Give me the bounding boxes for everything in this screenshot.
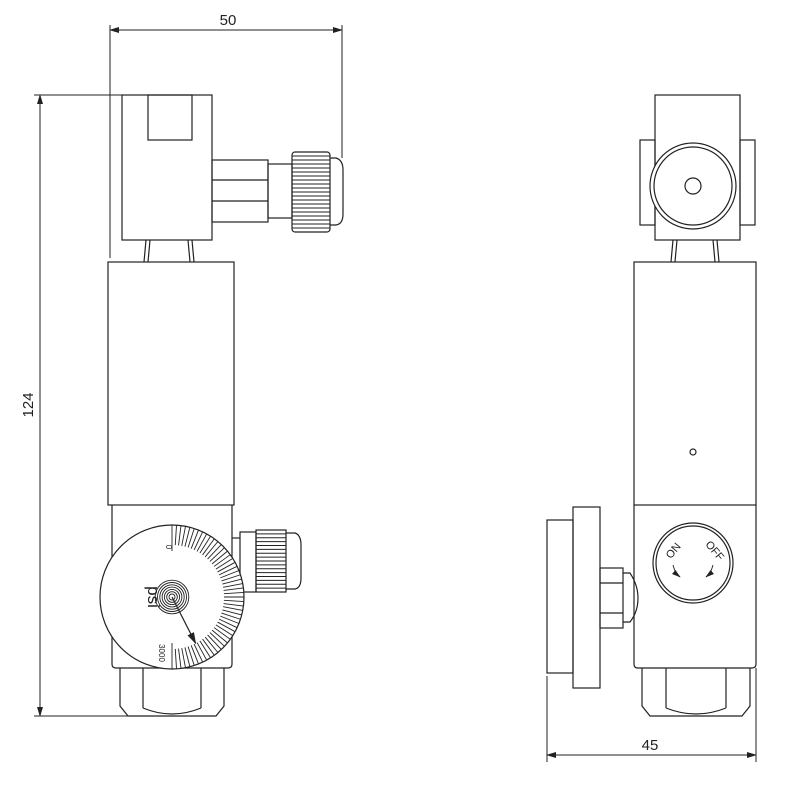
gauge-tick	[196, 642, 208, 661]
cable-gland-top	[211, 151, 344, 233]
gauge-tick	[211, 629, 228, 644]
gauge-tick	[178, 648, 182, 669]
side-view-right: ON OFF 45	[546, 94, 757, 762]
gauge-tick	[213, 627, 231, 640]
gauge-tick	[209, 547, 225, 562]
hub-ring	[168, 593, 176, 601]
gauge-tick	[174, 525, 177, 546]
hex-nut-bottom	[119, 668, 225, 717]
gauge-tick	[223, 592, 244, 595]
gauge-tick	[184, 647, 191, 667]
gauge-tick	[187, 528, 195, 548]
dimension-label-50: 50	[220, 12, 237, 29]
gauge-tick	[202, 538, 215, 556]
knob-off-label: OFF	[703, 539, 727, 564]
gauge-tick	[215, 624, 234, 636]
gauge-tick	[223, 599, 244, 602]
gauge-tick	[184, 527, 191, 547]
hub-ring	[154, 579, 190, 615]
hex-nut-bottom-front	[641, 668, 751, 717]
gauge-tick	[220, 615, 240, 624]
gauge-tick	[220, 570, 240, 579]
dimension-height-124: 124	[20, 94, 140, 717]
gauge-tick	[187, 646, 195, 666]
gauge-tick	[215, 558, 234, 570]
indicator-hole	[689, 448, 697, 456]
gauge-tick	[222, 609, 242, 616]
gauge-tick	[209, 632, 225, 647]
pressure-gauge: psi 0 3000	[99, 524, 245, 670]
gauge-tick	[202, 638, 215, 656]
sensor-body	[107, 261, 235, 506]
gauge-tick	[207, 634, 222, 650]
gauge-tick	[196, 533, 208, 552]
on-arrow-icon	[671, 564, 681, 578]
hub-ring	[161, 586, 183, 608]
hub-ring	[157, 582, 187, 612]
gauge-tick	[223, 603, 244, 607]
gauge-tick	[193, 643, 204, 663]
gauge-tick	[204, 636, 219, 653]
off-arrow-icon	[705, 564, 715, 578]
gauge-max-label: 3000	[157, 644, 166, 662]
gauge-tick	[221, 574, 241, 582]
gauge-tick	[211, 550, 228, 565]
gauge-tick	[222, 578, 242, 585]
gauge-tick	[213, 554, 231, 567]
gauge-tick	[221, 612, 241, 620]
gauge-tick	[178, 525, 182, 546]
dimension-label-124: 124	[20, 392, 37, 417]
valve-block-front	[633, 505, 757, 669]
dimension-width-50: 50	[109, 12, 343, 258]
connector-housing-front	[639, 94, 756, 263]
gauge-tick	[207, 544, 222, 560]
hub-ring	[159, 584, 185, 610]
sensor-body-front	[633, 261, 757, 506]
gauge-pointer	[171, 596, 197, 645]
gauge-unit-label: psi	[144, 586, 163, 608]
hub-ring	[166, 591, 178, 603]
dimension-label-45: 45	[642, 737, 659, 754]
knob-on-label: ON	[664, 541, 684, 561]
gauge-tick	[222, 606, 243, 611]
gauge-side-profile	[546, 506, 639, 689]
gauge-tick	[218, 565, 238, 576]
gauge-tick	[199, 535, 211, 554]
gauge-tick	[190, 645, 199, 665]
gauge-tick	[174, 648, 177, 669]
connector-housing	[121, 94, 213, 263]
gauge-tick	[222, 583, 243, 588]
cable-gland-side	[232, 529, 302, 593]
gauge-tick	[218, 618, 238, 629]
side-view-left: 50 124	[20, 12, 344, 717]
gauge-min-label: 0	[164, 545, 173, 550]
gauge-tick	[181, 526, 186, 547]
gauge-tick	[204, 541, 219, 558]
gauge-tick	[217, 561, 236, 573]
gauge-center-hub	[154, 579, 190, 615]
gauge-tick	[181, 647, 186, 668]
dimension-width-45: 45	[546, 668, 757, 762]
valve-knob: ON OFF	[652, 522, 734, 604]
gauge-tick	[190, 529, 199, 549]
gauge-tick	[223, 587, 244, 591]
gauge-tick	[199, 640, 211, 659]
gauge-tick	[193, 531, 204, 551]
gauge-tick	[217, 621, 236, 633]
hub-ring	[163, 588, 181, 606]
gauge-scale-ticks	[171, 525, 244, 669]
